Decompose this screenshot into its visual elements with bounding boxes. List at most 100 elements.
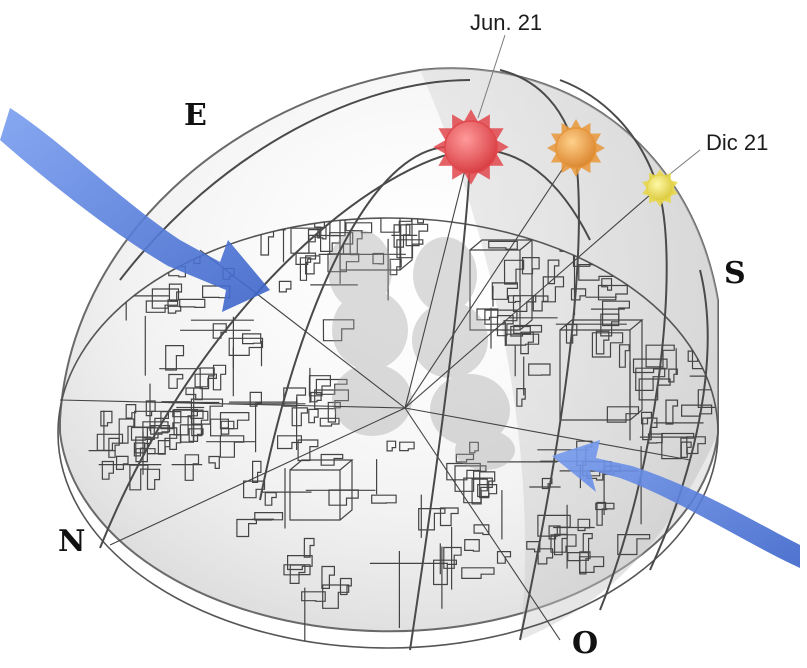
city-block-outline [301, 591, 326, 602]
arrow-icon [552, 440, 800, 568]
city-block-outline [321, 565, 335, 589]
city-block-outline [212, 364, 227, 391]
city-block-outline [464, 539, 480, 552]
sun-disc [444, 120, 498, 174]
city-block-outline [520, 331, 534, 355]
city-block-outline [212, 323, 227, 339]
city-block-outline [283, 387, 307, 407]
city-block-outline [219, 412, 250, 430]
city-block-outline [249, 391, 262, 407]
city-block-outline [446, 462, 481, 481]
city-block-outline [635, 367, 666, 391]
city-block-outline [582, 533, 593, 553]
city-block-outline [310, 391, 322, 403]
city-block-outline [469, 239, 534, 251]
city-block-outline [519, 240, 533, 331]
city-block-outline [289, 459, 354, 471]
city-block-outline [601, 278, 613, 291]
south-label: S [724, 256, 746, 291]
city-block-outline [242, 333, 262, 345]
city-block-outline [145, 300, 179, 313]
city-block-outline [100, 410, 113, 427]
city-block-outline [488, 240, 518, 250]
city-block-outline [130, 426, 155, 441]
city-block-outline [455, 453, 475, 463]
city-block-outline [579, 551, 591, 575]
city-block-outline [479, 471, 496, 499]
city-block-outline [304, 255, 321, 275]
horizon-ellipse [57, 217, 719, 649]
city-block-outline [595, 502, 615, 511]
sun-icon [642, 169, 678, 207]
city-block-outline [661, 432, 695, 460]
city-block-outline [135, 436, 152, 454]
city-block-outline [618, 344, 630, 368]
city-block-outline [668, 368, 678, 383]
city-block-outline [372, 252, 385, 265]
city-block-outline [632, 358, 668, 374]
city-block-outline [115, 455, 129, 470]
city-block-outline [339, 460, 353, 521]
city-block-outline [559, 319, 644, 331]
sun-icon [433, 109, 509, 185]
city-block-outline [208, 455, 220, 469]
city-block-outline [371, 494, 397, 504]
city-block-outline [188, 428, 204, 442]
city-block-outline [184, 454, 200, 481]
city-block-outline [629, 320, 643, 421]
city-block-outline [443, 546, 462, 569]
city-block-outline [665, 399, 679, 425]
city-block-outline [595, 330, 610, 355]
city-block-outline [295, 252, 317, 265]
city-block-outline [591, 332, 624, 358]
city-block-outline [532, 295, 549, 312]
city-block-outline [439, 507, 459, 527]
city-block-outline [380, 218, 413, 233]
city-block-outline [476, 308, 499, 321]
city-block-outline [287, 555, 313, 571]
city-block-outline [537, 548, 554, 565]
city-block-outline [697, 389, 718, 408]
city-block-outline [167, 305, 182, 314]
city-block-outline [303, 537, 315, 558]
city-block-outline [548, 525, 561, 540]
city-block-outline [278, 280, 292, 293]
city-block-outline [617, 534, 651, 556]
city-block-outline [165, 345, 185, 371]
city-block-outline [597, 284, 628, 301]
city-block-outline [505, 333, 540, 346]
city-block-outline [417, 218, 428, 224]
west-label: O [572, 626, 599, 661]
sun-disc [555, 127, 597, 169]
city-block-outline [550, 534, 577, 553]
sun-disc [646, 174, 674, 202]
city-block-outline [252, 460, 262, 483]
city-block-outline [283, 564, 311, 576]
city-block-outline [210, 418, 229, 437]
city-block-outline [299, 257, 312, 281]
city-block-outline [291, 407, 308, 427]
city-block-outline [297, 439, 319, 462]
city-block-outline [686, 436, 706, 455]
city-block-outline [339, 577, 352, 596]
city-block-outline [160, 411, 182, 430]
city-block-outline [405, 223, 429, 247]
city-block-outline [308, 408, 319, 424]
city-block-outline [320, 453, 344, 466]
city-block-outline [503, 259, 525, 285]
city-block-outline [317, 226, 327, 240]
city-block-outline [433, 559, 457, 586]
city-block-outline [516, 388, 526, 407]
city-block-outline [277, 435, 302, 450]
east-label: E [184, 98, 207, 133]
city-block-outline [101, 460, 114, 480]
city-block-outline [194, 373, 217, 388]
sun-ray-lines [59, 149, 691, 641]
city-block-outline [471, 478, 488, 505]
city-block-outline [345, 222, 373, 234]
city-block-outline [168, 373, 184, 389]
city-block-outline [496, 315, 514, 337]
city-block-outline [496, 551, 512, 564]
